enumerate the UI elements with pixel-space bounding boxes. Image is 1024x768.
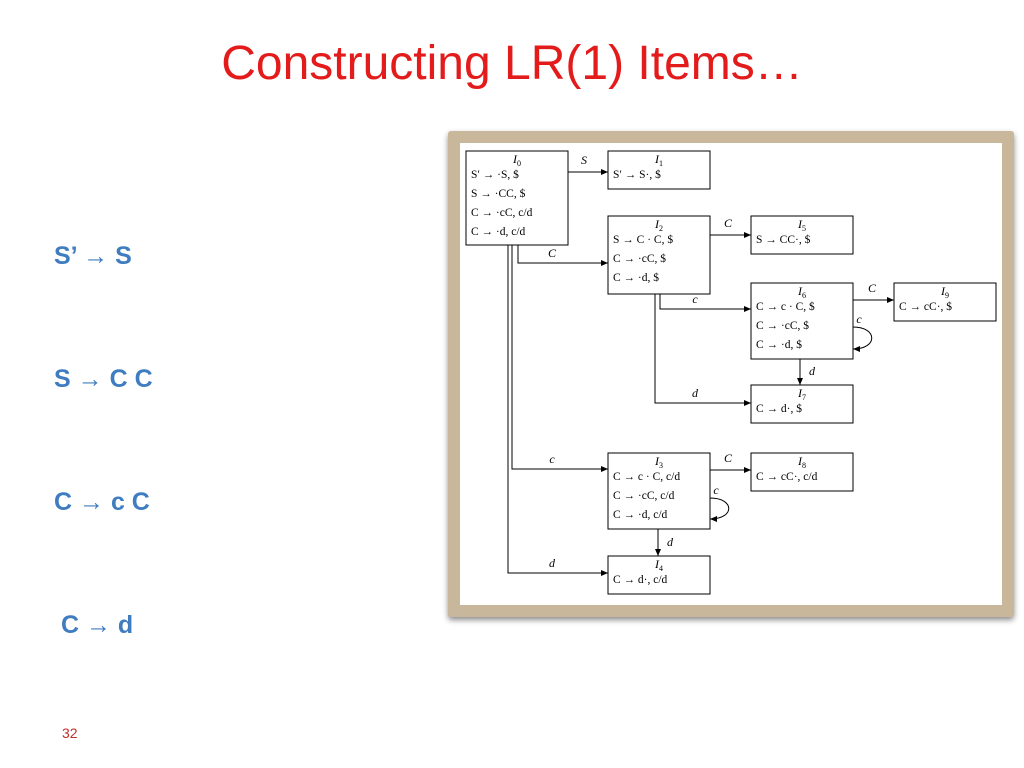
transition-label: c [713,483,719,497]
state-box [607,452,711,530]
state-box [750,384,854,424]
lr1-item: S → CC·, $ [756,233,811,246]
state-box [607,215,711,295]
transition-label: C [724,451,733,465]
lr1-item: C → ·d, c/d [471,226,526,238]
state-title: I5 [797,217,806,233]
transition-label: d [667,535,674,549]
transition-i3-i3 [709,497,730,522]
transition-i6-i6 [852,326,873,352]
lr1-item: C → d·, c/d [613,574,668,586]
grammar-rules: S’ → S S → C C C → c C C → d [54,154,153,687]
state-i8: I8C → cC·, c/d [750,452,854,492]
state-i1: I1S′ → S·, $ [607,150,711,190]
page-number: 32 [62,725,78,741]
state-i5: I5S → CC·, $ [750,215,854,255]
state-box [893,282,997,322]
lr1-item: C → ·d, c/d [613,509,668,521]
transition-i0-i4 [507,245,608,576]
state-title: I7 [797,386,806,402]
transition-edges [507,169,894,576]
lr1-item: C → ·cC, $ [613,252,666,265]
transition-label: C [724,216,733,230]
transition-i2-i7 [654,294,751,406]
state-boxes: I0S′ → ·S, $ S → ·CC, $ C → ·cC, c/d C → ·d… [465,150,997,595]
transition-i2-i6 [659,294,751,312]
transition-i0-i2 [517,245,608,266]
state-i0: I0S′ → ·S, $ S → ·CC, $ C → ·cC, c/d C → ·d… [465,150,569,246]
lr1-item: C → cC·, c/d [756,471,818,483]
state-i2: I2S → C · C, $ C → ·cC, $ C → ·d, $ [607,215,711,295]
lr1-item: S → ·CC, $ [471,187,526,200]
state-i3: I3C → c · C, c/d C → ·cC, c/d C → ·d, c/d [607,452,711,530]
transition-label: C [548,246,557,260]
transition-label: S [581,153,587,167]
state-box [607,150,711,190]
state-title: I0 [512,152,521,168]
transition-label: d [692,386,699,400]
lr1-item: C → ·d, $ [613,271,659,284]
lr1-item: C → ·cC, $ [756,319,809,332]
transition-i0-i3 [511,245,608,472]
grammar-rule: C → d [54,611,134,639]
lr1-automaton-diagram: I0S′ → ·S, $ S → ·CC, $ C → ·cC, c/d C → ·d… [465,150,997,595]
transition-label: C [868,281,877,295]
state-i7: I7C → d·, $ [750,384,854,424]
slide-title: Constructing LR(1) Items… [221,37,803,90]
lr1-item: C → ·d, $ [756,338,802,351]
lr1-item: C → c · C, $ [756,300,815,313]
state-title: I6 [797,284,806,300]
state-i6: I6C → c · C, $ C → ·cC, $ C → ·d, $ [750,282,854,360]
lr1-item: S′ → S·, $ [613,168,661,181]
state-box [465,150,569,246]
state-i9: I9C → cC·, $ [893,282,997,322]
state-box [750,452,854,492]
lr1-item: C → c · C, c/d [613,471,680,483]
state-title: I3 [654,454,663,470]
state-box [607,555,711,595]
lr1-item: S → C · C, $ [613,233,673,246]
grammar-rule: C → c C [54,488,150,516]
state-title: I2 [654,217,663,233]
state-title: I4 [654,557,663,573]
lr1-item: C → cC·, $ [899,300,952,313]
lr1-item: C → ·cC, c/d [471,207,533,219]
lr1-item: C → ·cC, c/d [613,490,675,502]
transition-label: d [549,556,556,570]
state-box [750,282,854,360]
state-title: I1 [654,152,663,168]
lr1-item: C → d·, $ [756,402,802,415]
state-i4: I4C → d·, c/d [607,555,711,595]
state-title: I8 [797,454,806,470]
grammar-rule: S’ → S [54,242,132,270]
state-box [750,215,854,255]
lr1-item: S′ → ·S, $ [471,168,519,181]
state-title: I9 [940,284,949,300]
transition-label: c [856,312,862,326]
transition-label: d [809,364,816,378]
grammar-rule: S → C C [54,365,153,393]
transition-label: c [692,292,698,306]
transition-label: c [549,452,555,466]
